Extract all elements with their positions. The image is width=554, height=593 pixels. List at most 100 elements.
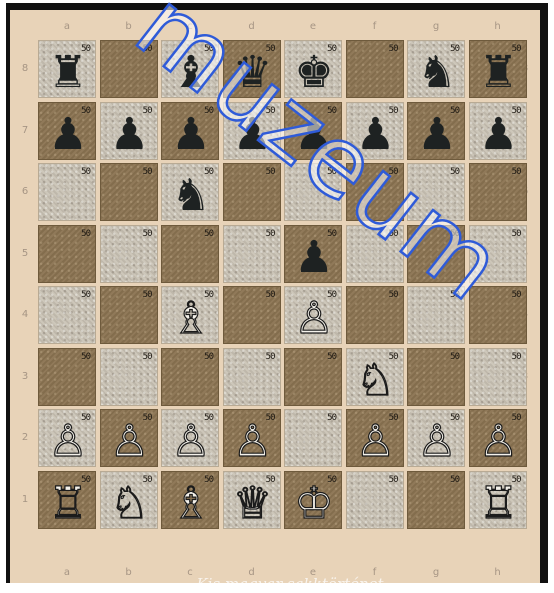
square-c4[interactable]: 50♗ bbox=[161, 286, 219, 344]
white-piece-icon[interactable]: ♖ bbox=[470, 478, 528, 530]
square-g6[interactable]: 50 bbox=[407, 163, 465, 221]
white-piece-icon[interactable]: ♙ bbox=[39, 416, 97, 468]
square-e8[interactable]: 50♚ bbox=[284, 40, 342, 98]
square-d1[interactable]: 50♕ bbox=[223, 471, 281, 529]
black-piece-icon[interactable]: ♜ bbox=[39, 47, 97, 99]
white-piece-icon[interactable]: ♙ bbox=[162, 416, 220, 468]
black-piece-icon[interactable]: ♟ bbox=[408, 109, 466, 161]
square-a5[interactable]: 50 bbox=[38, 225, 96, 283]
square-b3[interactable]: 50 bbox=[100, 348, 158, 406]
square-a4[interactable]: 50 bbox=[38, 286, 96, 344]
square-g5[interactable]: 50 bbox=[407, 225, 465, 283]
square-h5[interactable]: 50 bbox=[469, 225, 527, 283]
white-piece-icon[interactable]: ♗ bbox=[162, 293, 220, 345]
white-piece-icon[interactable]: ♗ bbox=[162, 478, 220, 530]
square-f2[interactable]: 50♙ bbox=[346, 409, 404, 467]
square-b4[interactable]: 50 bbox=[100, 286, 158, 344]
black-piece-icon[interactable]: ♟ bbox=[101, 109, 159, 161]
square-f8[interactable]: 50 bbox=[346, 40, 404, 98]
square-d8[interactable]: 50♛ bbox=[223, 40, 281, 98]
square-d3[interactable]: 50 bbox=[223, 348, 281, 406]
square-b6[interactable]: 50 bbox=[100, 163, 158, 221]
square-b7[interactable]: 50♟ bbox=[100, 102, 158, 160]
square-f6[interactable]: 50 bbox=[346, 163, 404, 221]
square-e1[interactable]: 50♔ bbox=[284, 471, 342, 529]
square-f4[interactable]: 50 bbox=[346, 286, 404, 344]
square-g4[interactable]: 50 bbox=[407, 286, 465, 344]
square-value: 50 bbox=[143, 167, 152, 177]
black-piece-icon[interactable]: ♟ bbox=[285, 109, 343, 161]
square-h2[interactable]: 50♙ bbox=[469, 409, 527, 467]
black-piece-icon[interactable]: ♞ bbox=[408, 47, 466, 99]
black-piece-icon[interactable]: ♟ bbox=[470, 109, 528, 161]
black-piece-icon[interactable]: ♜ bbox=[470, 47, 528, 99]
square-value: 50 bbox=[327, 352, 336, 362]
square-c6[interactable]: 50♞ bbox=[161, 163, 219, 221]
square-h7[interactable]: 50♟ bbox=[469, 102, 527, 160]
square-g2[interactable]: 50♙ bbox=[407, 409, 465, 467]
square-a2[interactable]: 50♙ bbox=[38, 409, 96, 467]
black-piece-icon[interactable]: ♟ bbox=[224, 109, 282, 161]
square-a7[interactable]: 50♟ bbox=[38, 102, 96, 160]
square-e3[interactable]: 50 bbox=[284, 348, 342, 406]
square-d7[interactable]: 50♟ bbox=[223, 102, 281, 160]
square-b8[interactable]: 50 bbox=[100, 40, 158, 98]
square-e6[interactable]: 50 bbox=[284, 163, 342, 221]
square-a6[interactable]: 50 bbox=[38, 163, 96, 221]
square-b5[interactable]: 50 bbox=[100, 225, 158, 283]
black-piece-icon[interactable]: ♟ bbox=[39, 109, 97, 161]
square-e2[interactable]: 50 bbox=[284, 409, 342, 467]
white-piece-icon[interactable]: ♔ bbox=[285, 478, 343, 530]
square-c1[interactable]: 50♗ bbox=[161, 471, 219, 529]
square-g3[interactable]: 50 bbox=[407, 348, 465, 406]
black-piece-icon[interactable]: ♟ bbox=[162, 109, 220, 161]
square-d6[interactable]: 50 bbox=[223, 163, 281, 221]
square-f7[interactable]: 50♟ bbox=[346, 102, 404, 160]
square-b1[interactable]: 50♘ bbox=[100, 471, 158, 529]
square-d4[interactable]: 50 bbox=[223, 286, 281, 344]
white-piece-icon[interactable]: ♘ bbox=[101, 478, 159, 530]
white-piece-icon[interactable]: ♙ bbox=[285, 293, 343, 345]
square-e5[interactable]: 50♟ bbox=[284, 225, 342, 283]
square-c8[interactable]: 50♝ bbox=[161, 40, 219, 98]
square-c2[interactable]: 50♙ bbox=[161, 409, 219, 467]
white-piece-icon[interactable]: ♙ bbox=[101, 416, 159, 468]
black-piece-icon[interactable]: ♟ bbox=[285, 232, 343, 284]
square-c3[interactable]: 50 bbox=[161, 348, 219, 406]
black-piece-icon[interactable]: ♟ bbox=[347, 109, 405, 161]
black-piece-icon[interactable]: ♝ bbox=[162, 47, 220, 99]
square-g1[interactable]: 50 bbox=[407, 471, 465, 529]
square-h8[interactable]: 50♜ bbox=[469, 40, 527, 98]
white-piece-icon[interactable]: ♖ bbox=[39, 478, 97, 530]
square-h1[interactable]: 50♖ bbox=[469, 471, 527, 529]
white-piece-icon[interactable]: ♙ bbox=[347, 416, 405, 468]
square-h3[interactable]: 50 bbox=[469, 348, 527, 406]
black-piece-icon[interactable]: ♛ bbox=[224, 47, 282, 99]
square-f3[interactable]: 50♘ bbox=[346, 348, 404, 406]
square-d2[interactable]: 50♙ bbox=[223, 409, 281, 467]
square-c7[interactable]: 50♟ bbox=[161, 102, 219, 160]
white-piece-icon[interactable]: ♙ bbox=[470, 416, 528, 468]
square-e7[interactable]: 50♟ bbox=[284, 102, 342, 160]
square-f1[interactable]: 50 bbox=[346, 471, 404, 529]
white-piece-icon[interactable]: ♘ bbox=[347, 355, 405, 407]
square-g8[interactable]: 50♞ bbox=[407, 40, 465, 98]
white-piece-icon[interactable]: ♙ bbox=[408, 416, 466, 468]
square-value: 50 bbox=[389, 229, 398, 239]
square-b2[interactable]: 50♙ bbox=[100, 409, 158, 467]
square-a8[interactable]: 50♜ bbox=[38, 40, 96, 98]
square-a3[interactable]: 50 bbox=[38, 348, 96, 406]
square-value: 50 bbox=[81, 229, 90, 239]
square-d5[interactable]: 50 bbox=[223, 225, 281, 283]
black-piece-icon[interactable]: ♚ bbox=[285, 47, 343, 99]
black-piece-icon[interactable]: ♞ bbox=[162, 170, 220, 222]
square-f5[interactable]: 50 bbox=[346, 225, 404, 283]
square-h4[interactable]: 50 bbox=[469, 286, 527, 344]
white-piece-icon[interactable]: ♙ bbox=[224, 416, 282, 468]
square-a1[interactable]: 50♖ bbox=[38, 471, 96, 529]
square-c5[interactable]: 50 bbox=[161, 225, 219, 283]
square-g7[interactable]: 50♟ bbox=[407, 102, 465, 160]
white-piece-icon[interactable]: ♕ bbox=[224, 478, 282, 530]
square-h6[interactable]: 50 bbox=[469, 163, 527, 221]
square-e4[interactable]: 50♙ bbox=[284, 286, 342, 344]
